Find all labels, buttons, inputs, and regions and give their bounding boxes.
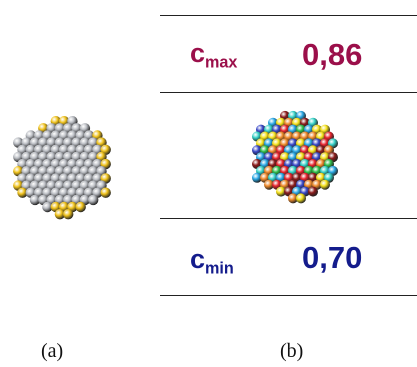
atom [264, 179, 274, 190]
atom [100, 187, 111, 198]
cmin-label: cmin [190, 244, 234, 278]
divider-rule-upper [160, 92, 417, 93]
atom [288, 193, 298, 204]
cluster-a-image [13, 116, 111, 220]
atom [42, 201, 53, 213]
atom [276, 186, 286, 197]
cmax-label: cmax [190, 38, 238, 72]
atom [252, 172, 262, 183]
atom [29, 194, 41, 206]
cluster-b-image [252, 110, 338, 204]
divider-rule-lower [160, 218, 417, 219]
atom [320, 179, 330, 190]
atom [75, 201, 86, 213]
atom [17, 187, 28, 198]
top-rule [160, 15, 417, 16]
atom [63, 209, 74, 220]
cmax-value: 0,86 [302, 37, 363, 72]
caption-b: (b) [280, 340, 304, 362]
atom [88, 194, 99, 206]
atom [296, 193, 306, 204]
atom [54, 209, 66, 220]
cmin-value: 0,70 [302, 240, 363, 275]
atom [308, 186, 318, 197]
caption-a: (a) [41, 340, 64, 362]
bottom-rule [160, 295, 417, 296]
